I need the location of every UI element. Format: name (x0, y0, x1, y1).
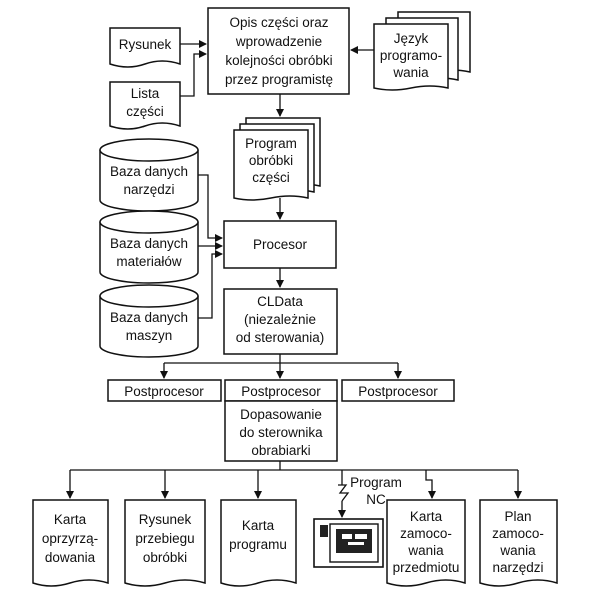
cldata-label-line-3: od sterowania) (236, 330, 325, 345)
baza-narzedzi-label-line-2: narzędzi (123, 182, 174, 197)
program-obrobki-label-line-3: części (252, 170, 290, 185)
procesor-label: Procesor (253, 237, 308, 252)
dopasowanie-label: Dopasowanie do sterownika obrabiarki (239, 407, 323, 458)
cldata-label-line-1: CLData (257, 294, 303, 309)
rysunek-przebiegu-label: Rysunek przebiegu obróbki (135, 512, 194, 565)
jezyk-label-line-1: Język (394, 31, 429, 46)
cldata-box (223, 288, 338, 355)
baza-maszyn-cylinder (99, 284, 199, 358)
karta-zamocowania-label-line-3: wania (407, 543, 444, 558)
rysunek-przebiegu-label-line-2: przebiegu (135, 531, 194, 546)
lista-document (109, 81, 181, 130)
postprocesor-1-label: Postprocesor (124, 384, 204, 399)
baza-materialow-label-line-1: Baza danych (110, 236, 188, 251)
karta-zamocowania-label-line-1: Karta (410, 509, 443, 524)
baza-materialow-label-line-2: materiałów (116, 254, 182, 269)
karta-programu-label: Karta programu (229, 518, 287, 552)
lista-label-line-2: części (126, 104, 164, 119)
opis-label-line-3: kolejności obróbki (225, 53, 332, 68)
postprocesor-1-box (107, 379, 222, 402)
opis-label-line-2: wprowadzenie (235, 34, 322, 49)
karta-zamocowania-label-line-2: zamoco- (400, 526, 452, 541)
dopasowanie-label-line-1: Dopasowanie (240, 407, 322, 422)
rysunek-przebiegu-document (124, 499, 206, 587)
rysunek-przebiegu-label-line-1: Rysunek (139, 512, 192, 527)
baza-materialow-label: Baza danych materiałów (110, 236, 188, 269)
program-obrobki-label-line-2: obróbki (249, 153, 293, 168)
baza-narzedzi-cylinder (99, 138, 199, 212)
plan-zamocowania-label-line-2: zamoco- (492, 526, 544, 541)
program-obrobki-document (233, 129, 309, 201)
karta-oprzyrzadowania-document (32, 499, 109, 587)
jezyk-label: Język programo-wania (380, 31, 442, 80)
dopasowanie-label-line-2: do sterownika (239, 425, 323, 440)
rysunek-label-line-1: Rysunek (119, 37, 172, 52)
cldata-label-line-2: (niezależnie (244, 312, 316, 327)
karta-programu-label-line-2: programu (229, 537, 287, 552)
dopasowanie-label-line-3: obrabiarki (251, 443, 310, 458)
plan-zamocowania-label-line-1: Plan (504, 509, 531, 524)
plan-zamocowania-label-line-3: wania (499, 543, 536, 558)
rysunek-label: Rysunek (119, 37, 172, 52)
karta-oprzyrzadowania-label-line-1: Karta (54, 512, 87, 527)
lista-label-line-1: Lista (131, 86, 160, 101)
jezyk-label-line-3: wania (392, 65, 429, 80)
karta-programu-label-line-1: Karta (242, 518, 275, 533)
postprocesor-3-label: Postprocesor (358, 384, 438, 399)
karta-zamocowania-document (386, 499, 466, 587)
baza-maszyn-label-line-1: Baza danych (110, 310, 188, 325)
postprocesor-2-label: Postprocesor (241, 384, 321, 399)
karta-oprzyrzadowania-label: Karta oprzyrzą-dowania (42, 512, 98, 565)
karta-oprzyrzadowania-label-line-2: oprzyrzą- (42, 531, 98, 546)
dopasowanie-box (224, 400, 338, 462)
postprocesor-2-label-line-1: Postprocesor (241, 384, 321, 399)
program-nc-label-line-1: Program (350, 475, 402, 490)
jezyk-label-line-2: programo- (380, 48, 442, 63)
postprocesor-3-box (341, 379, 455, 402)
karta-programu-document (220, 499, 297, 587)
postprocesor-3-label-line-1: Postprocesor (358, 384, 438, 399)
baza-maszyn-label-line-2: maszyn (126, 328, 173, 343)
program-obrobki-label: Program obróbki części (245, 136, 297, 185)
opis-label: Opis części oraz wprowadzenie kolejności o… (225, 15, 333, 87)
jezyk-document (373, 23, 449, 91)
baza-materialow-cylinder (99, 210, 199, 284)
karta-oprzyrzadowania-label-line-3: dowania (45, 550, 96, 565)
karta-zamocowania-label-line-4: przedmiotu (393, 560, 460, 575)
rysunek-przebiegu-label-line-3: obróbki (143, 550, 187, 565)
program-nc-label-line-2: NC (366, 492, 386, 507)
nc-controller-icon (313, 518, 384, 568)
cldata-label: CLData (niezależnie od sterowania) (236, 294, 325, 345)
lista-label: Lista części (126, 86, 164, 119)
program-obrobki-label-line-1: Program (245, 136, 297, 151)
rysunek-document (109, 27, 181, 68)
program-nc-link-icon (338, 484, 350, 502)
opis-label-line-1: Opis części oraz (229, 15, 328, 30)
plan-zamocowania-document (479, 499, 558, 587)
procesor-label-line-1: Procesor (253, 237, 308, 252)
opis-label-line-4: przez programistę (225, 72, 333, 87)
karta-zamocowania-label: Karta zamoco-wania przedmiotu (393, 509, 460, 575)
postprocesor-1-label-line-1: Postprocesor (124, 384, 204, 399)
plan-zamocowania-label-line-4: narzędzi (492, 560, 543, 575)
baza-narzedzi-label-line-1: Baza danych (110, 164, 188, 179)
baza-narzedzi-label: Baza danych narzędzi (110, 164, 188, 197)
opis-box (207, 7, 350, 95)
baza-maszyn-label: Baza danych maszyn (110, 310, 188, 343)
plan-zamocowania-label: Plan zamoco-wania narzędzi (492, 509, 544, 575)
